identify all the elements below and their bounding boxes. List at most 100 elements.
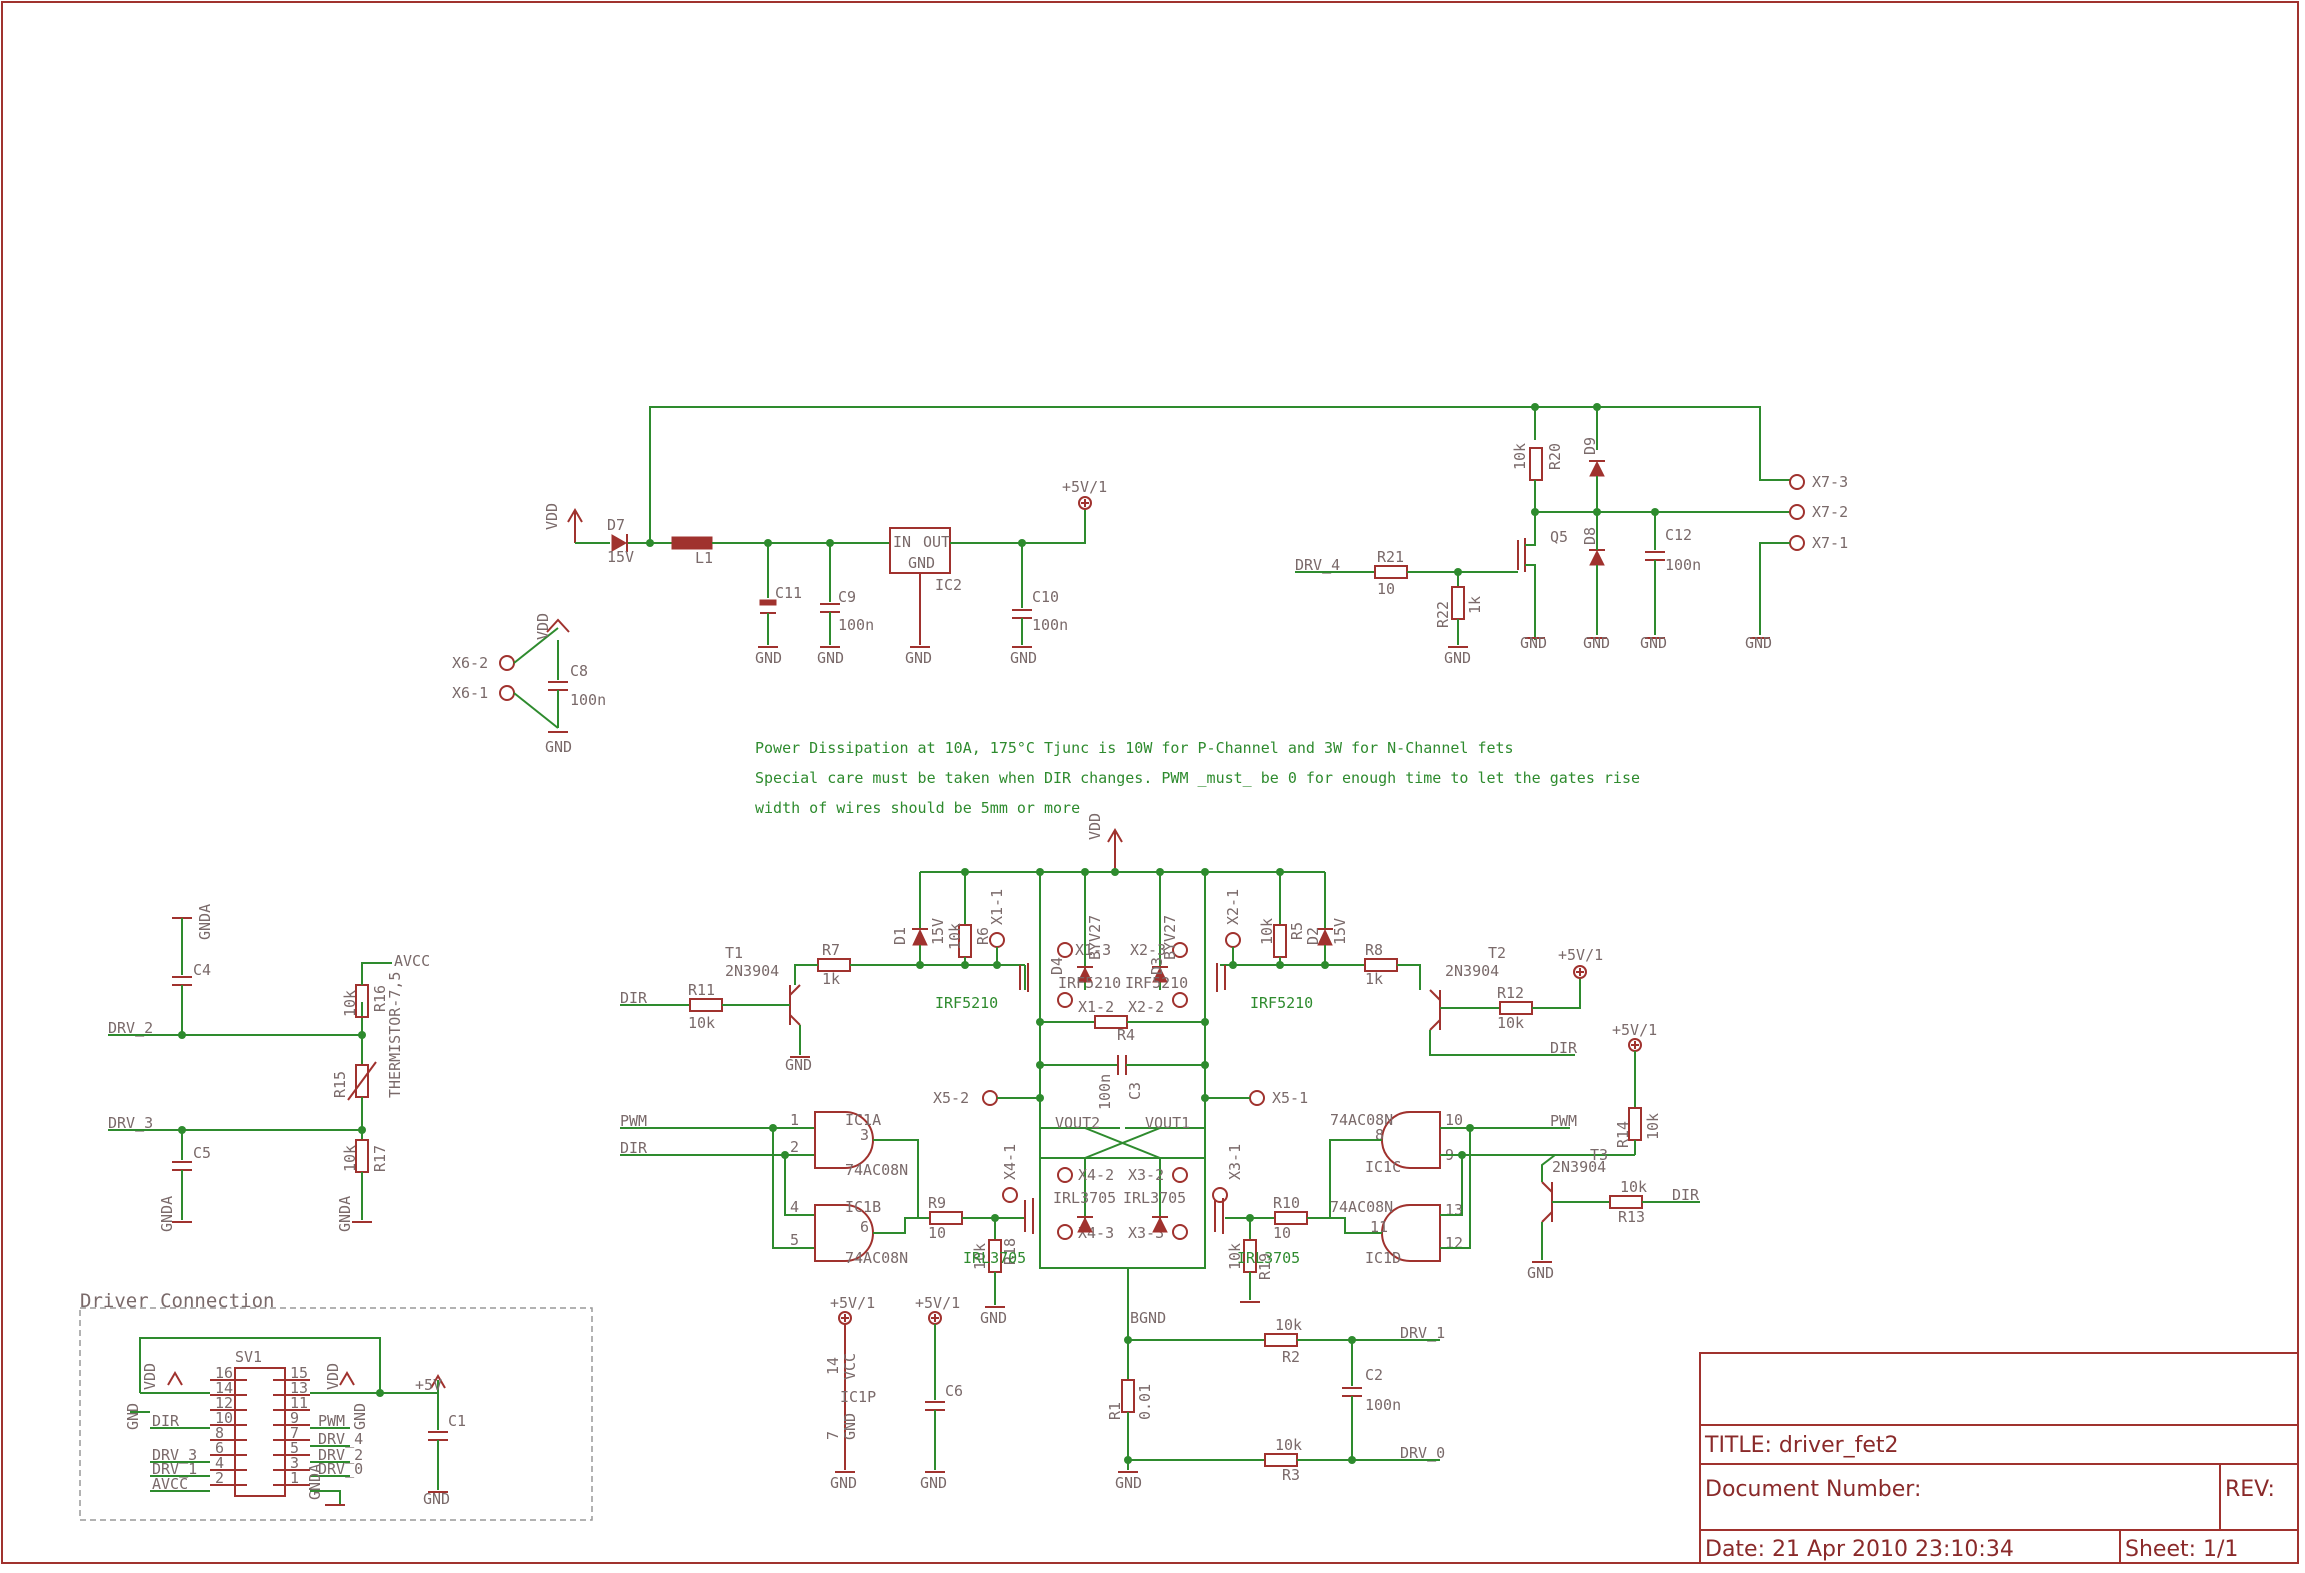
drv0-net: DRV_0: [1400, 1444, 1445, 1462]
x3-1-label: X3-1: [1226, 1144, 1244, 1180]
x7-3-pad[interactable]: [1789, 474, 1805, 490]
ic1c-pin8: 8: [1375, 1126, 1384, 1144]
x1-1-pad[interactable]: [989, 932, 1005, 948]
c9-label: C9: [838, 588, 856, 606]
r18-label: R18: [1001, 1238, 1019, 1265]
r11-label: R11: [688, 981, 715, 999]
r3-value: 10k: [1275, 1436, 1302, 1454]
r14-value: 10k: [1644, 1113, 1662, 1140]
sv1-pin-right-number: 13: [290, 1379, 308, 1397]
x3-1-pad[interactable]: [1212, 1187, 1228, 1203]
d7-value: 15V: [607, 548, 634, 566]
r22-value: 1k: [1466, 596, 1484, 614]
ic1a-pin3: 3: [860, 1126, 869, 1144]
t3-type: 2N3904: [1552, 1158, 1606, 1176]
drv1-net: DRV_1: [1400, 1324, 1445, 1342]
r14-label: R14: [1614, 1121, 1632, 1148]
sv1-pin-right-number: 5: [290, 1439, 299, 1457]
ic1b-label: IC1B: [845, 1198, 881, 1216]
ic1c-gate: [1381, 1111, 1441, 1169]
d3-label: D3: [1148, 957, 1166, 975]
ic1p-pin14: 14: [824, 1357, 842, 1375]
r18-gnd: GND: [980, 1309, 1007, 1327]
ic1-power-section: +5V/1 14 VCC IC1P 7 GND GND +5V/1 C6 GND: [824, 1294, 963, 1492]
r5-label: R5: [1288, 922, 1306, 940]
r13-value: 10k: [1620, 1178, 1647, 1196]
drv4-net: DRV_4: [1295, 556, 1340, 574]
h-bridge-section: VDD D1 15V 10k R6 X1-1 R7 1k T1 2N3904: [620, 813, 1603, 1492]
x5-1-pad[interactable]: [1249, 1090, 1265, 1106]
t1-label: T1: [725, 944, 743, 962]
hbridge-vdd: VDD: [1086, 813, 1104, 840]
ic2-out-pin: OUT: [923, 533, 950, 551]
sv1-connector[interactable]: [234, 1367, 286, 1497]
pwm-net-left: PWM: [620, 1112, 647, 1130]
r14-plus5v: +5V/1: [1612, 1021, 1657, 1039]
c1-gnd: GND: [423, 1490, 450, 1508]
d2-label: D2: [1304, 927, 1322, 945]
x7-2-pad[interactable]: [1789, 504, 1805, 520]
pwm-net-right: PWM: [1550, 1112, 1577, 1130]
c12-gnd: GND: [1640, 634, 1667, 652]
ic1d-label: IC1D: [1365, 1249, 1401, 1267]
c12-label: C12: [1665, 526, 1692, 544]
ic1a-part: 74AC08N: [845, 1161, 908, 1179]
ic1p-label: IC1P: [840, 1388, 876, 1406]
vdd-label-power: VDD: [543, 503, 561, 530]
x2-1-pad[interactable]: [1225, 932, 1241, 948]
irf-inner-a: IRF5210: [1058, 974, 1121, 992]
c9-value: 100n: [838, 616, 874, 634]
c2-label: C2: [1365, 1366, 1383, 1384]
r12-value: 10k: [1497, 1014, 1524, 1032]
sheet-number: Sheet: 1/1: [2125, 1537, 2238, 1562]
r16-label: R16: [371, 985, 389, 1012]
x6-1-pad[interactable]: [499, 685, 515, 701]
x1-2-label: X1-2: [1078, 998, 1114, 1016]
x4-1-pad[interactable]: [1002, 1187, 1018, 1203]
revision: REV:: [2225, 1477, 2275, 1502]
irl-right: IRL3705: [1237, 1249, 1300, 1267]
x4-1-label: X4-1: [1001, 1144, 1019, 1180]
x6-2-pad[interactable]: [499, 655, 515, 671]
sv1-pin-right-number: 9: [290, 1409, 299, 1427]
d1-value: 15V: [929, 918, 947, 945]
d1-label: D1: [891, 927, 909, 945]
ic1a-label: IC1A: [845, 1111, 881, 1129]
r4-label: R4: [1117, 1026, 1135, 1044]
ic1d-pin13: 13: [1445, 1201, 1463, 1219]
r13-label: R13: [1618, 1208, 1645, 1226]
dir-net-t3: DIR: [1672, 1186, 1700, 1204]
bgnd-label: BGND: [1130, 1309, 1166, 1327]
ic1b-pin5: 5: [790, 1231, 799, 1249]
d8-label: D8: [1581, 527, 1599, 545]
q2-type: IRF5210: [1250, 994, 1313, 1012]
x7-1-pad[interactable]: [1789, 535, 1805, 551]
sv1-drv2: DRV_2: [318, 1446, 363, 1464]
c9-gnd: GND: [817, 649, 844, 667]
sv1-gnd-left: GND: [124, 1403, 142, 1430]
q5-gnd: GND: [1520, 634, 1547, 652]
x4-2-label: X4-2: [1078, 1166, 1114, 1184]
r10-value: 10: [1273, 1224, 1291, 1242]
ic1b-pin6: 6: [860, 1218, 869, 1236]
r8-value: 1k: [1365, 970, 1383, 988]
r7-label: R7: [822, 941, 840, 959]
drv2-net: DRV_2: [108, 1019, 153, 1037]
document-number: Document Number:: [1705, 1477, 1921, 1502]
x7-gnd: GND: [1745, 634, 1772, 652]
sv1-pin-right-number: 1: [290, 1469, 299, 1487]
r21-value: 10: [1377, 580, 1395, 598]
x5-2-pad[interactable]: [982, 1090, 998, 1106]
x1-3-label: X1-3: [1075, 941, 1111, 959]
ic1p-plus5v: +5V/1: [830, 1294, 875, 1312]
r9-value: 10: [928, 1224, 946, 1242]
c4-label: C4: [193, 961, 211, 979]
q1-type: IRF5210: [935, 994, 998, 1012]
x3-2-label: X3-2: [1128, 1166, 1164, 1184]
c1-label: C1: [448, 1412, 466, 1430]
q5-label: Q5: [1550, 528, 1568, 546]
